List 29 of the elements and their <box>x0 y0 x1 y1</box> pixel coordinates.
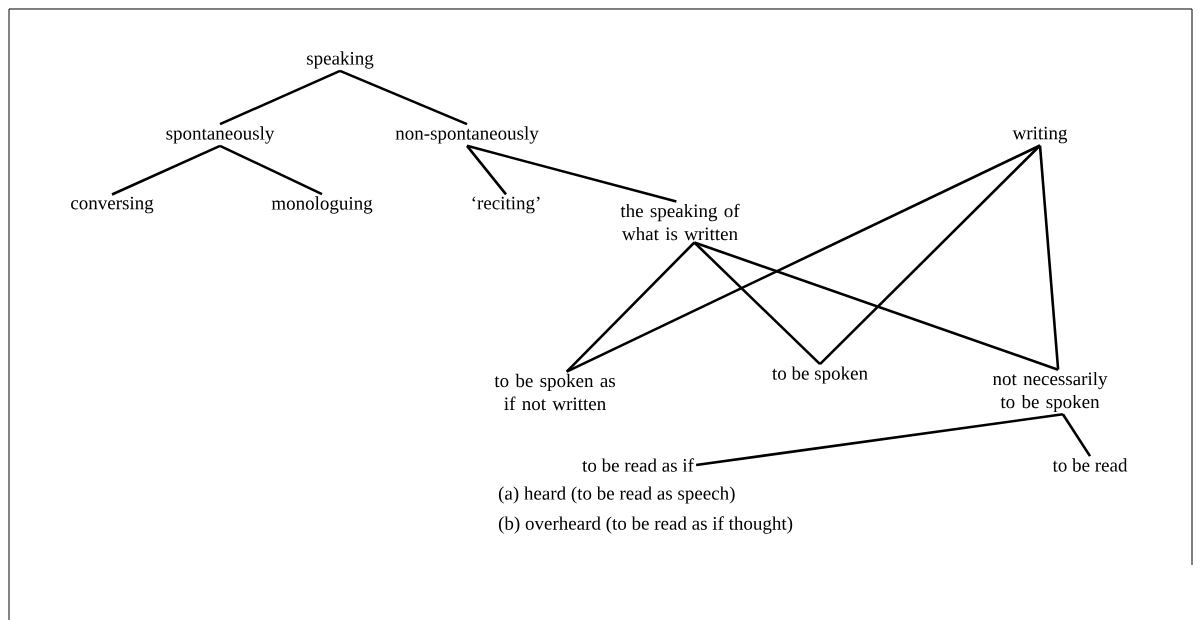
node-text: conversing <box>71 196 154 214</box>
tree-line <box>219 144 323 196</box>
node-text: to be spoken as if not written <box>494 373 615 411</box>
tree-line <box>695 413 1064 467</box>
node-text: ‘reciting’ <box>472 196 540 214</box>
node-text: not necessarily to be spoken <box>992 371 1108 413</box>
tree-line <box>466 144 677 203</box>
node-text: monologuing <box>271 196 373 214</box>
node-text: the speaking of what is written <box>620 203 740 241</box>
node-text: spontaneously <box>166 126 275 144</box>
tree-line <box>1061 413 1092 457</box>
note-text: (a) heard (to be read as speech) <box>498 486 735 504</box>
tree-line <box>693 241 821 366</box>
tree-line <box>693 241 1059 371</box>
tree-line <box>1038 145 1060 370</box>
tree-line <box>219 69 341 126</box>
tree-line <box>339 69 468 126</box>
tree-line <box>819 144 1041 366</box>
node-text: speaking <box>307 51 374 69</box>
node-text: writing <box>1012 126 1068 144</box>
node-text: to be read <box>1052 458 1128 472</box>
note-text: (b) overheard (to be read as if thought) <box>498 516 793 534</box>
tree-line <box>565 241 696 373</box>
node-text: to be spoken <box>772 366 868 384</box>
node-text: non-spontaneously <box>395 126 539 144</box>
tree-line <box>466 145 508 196</box>
tree-line <box>566 144 1041 373</box>
node-text: to be read as if <box>582 458 694 472</box>
tree-line <box>111 144 221 196</box>
